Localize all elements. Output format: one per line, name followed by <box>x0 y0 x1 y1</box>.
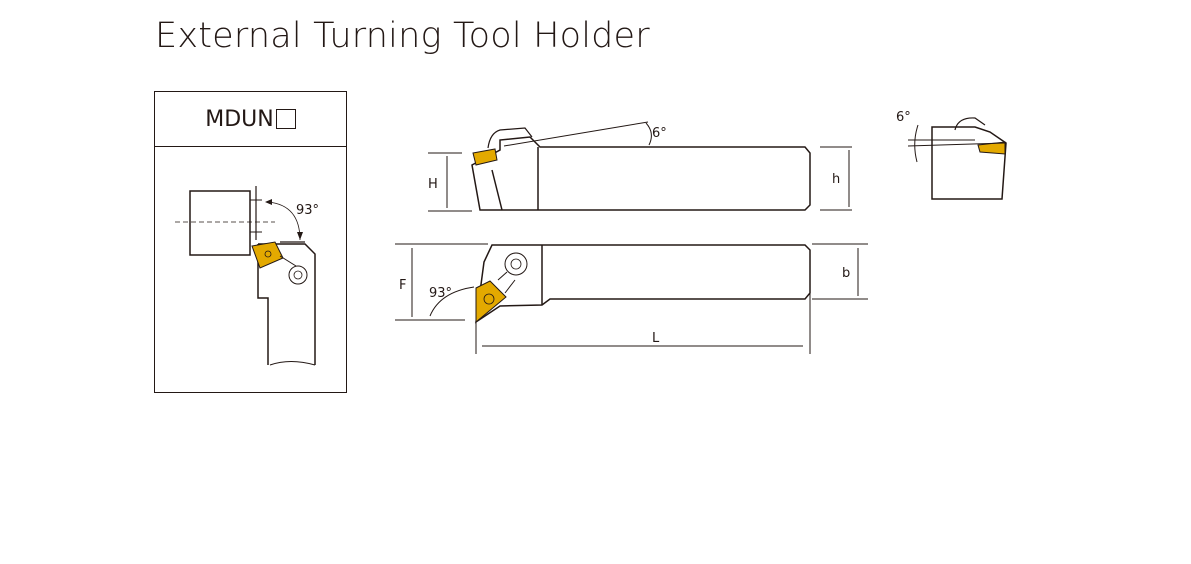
label-L: L <box>652 331 660 346</box>
label-h: h <box>832 172 840 187</box>
angle-label-6-side: 6° <box>652 126 667 141</box>
angle-label-93-small: 93° <box>296 203 319 218</box>
model-header: MDUN <box>155 92 346 147</box>
top-view: F 93° b L <box>395 243 868 354</box>
label-F: F <box>399 278 406 293</box>
angle-label-93-top: 93° <box>429 286 452 301</box>
label-H: H <box>428 177 438 192</box>
placeholder-square-icon <box>275 109 296 129</box>
end-view: 6° <box>896 110 1007 200</box>
side-view: 6° H h <box>428 121 852 212</box>
label-b: b <box>842 266 850 281</box>
angle-label-6-end: 6° <box>896 110 911 125</box>
schematic-small: 93° <box>175 186 319 366</box>
model-code: MDUN <box>205 106 274 132</box>
page-title: External Turning Tool Holder <box>155 16 650 56</box>
model-box: MDUN <box>154 91 347 393</box>
